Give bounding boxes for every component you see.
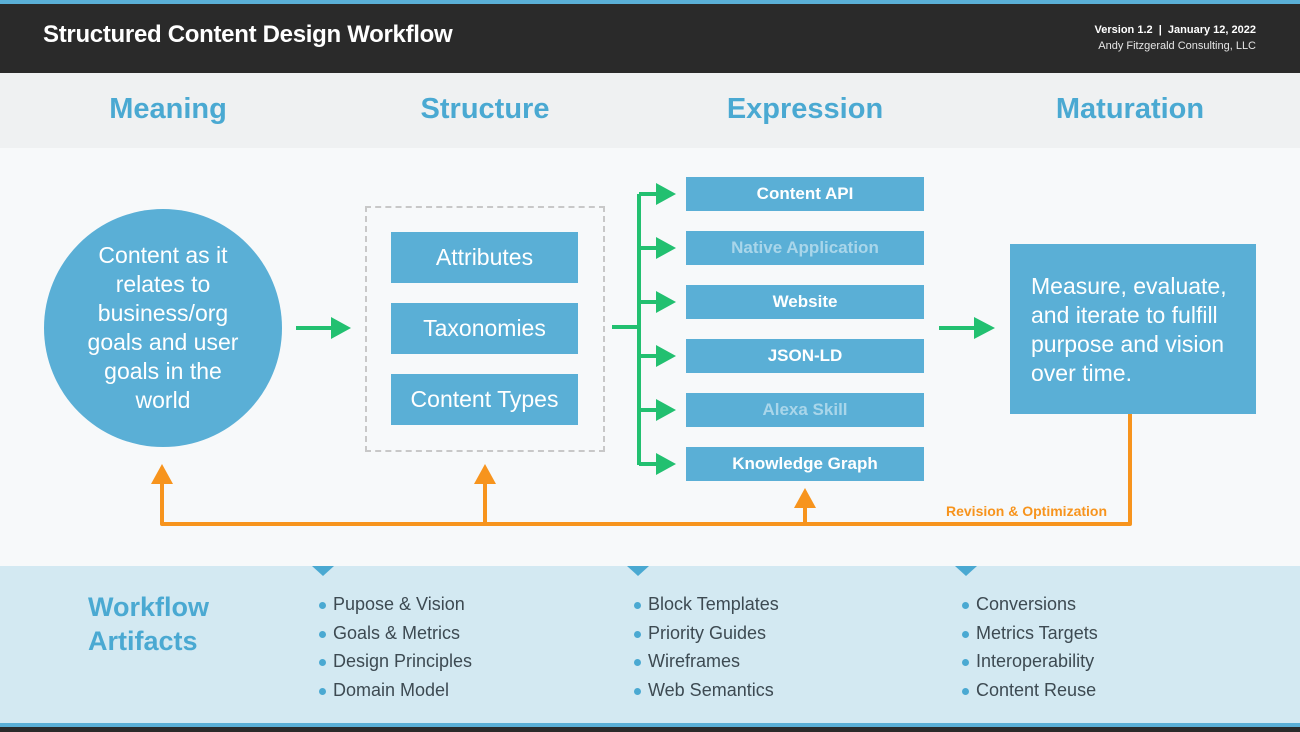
structure-content-types: Content Types bbox=[391, 374, 578, 425]
phase-maturation: Maturation bbox=[1055, 93, 1205, 125]
version-date: Version 1.2 | January 12, 2022 bbox=[1094, 24, 1256, 36]
version-info: Version 1.2 | January 12, 2022 Andy Fitz… bbox=[1095, 22, 1256, 54]
top-accent-stripe bbox=[0, 0, 1300, 4]
meaning-text: Content as it relates to business/org go… bbox=[87, 242, 239, 413]
artifact-item: Conversions bbox=[961, 590, 1098, 619]
artifact-item: Block Templates bbox=[633, 590, 779, 619]
artifact-item: Priority Guides bbox=[633, 619, 779, 648]
pointer-meaning-icon bbox=[312, 566, 334, 576]
revision-optimization-label: Revision & Optimization bbox=[946, 503, 1108, 519]
artifact-item: Interoperability bbox=[961, 647, 1098, 676]
phase-expression: Expression bbox=[726, 93, 884, 125]
pointer-expression-icon bbox=[627, 566, 649, 576]
structure-taxonomies: Taxonomies bbox=[391, 303, 578, 354]
expression-item: JSON-LD bbox=[686, 339, 924, 373]
artifact-item: Wireframes bbox=[633, 647, 779, 676]
artifact-item: Goals & Metrics bbox=[318, 619, 472, 648]
expression-item: Knowledge Graph bbox=[686, 447, 924, 481]
pointer-maturation-icon bbox=[955, 566, 977, 576]
structure-attributes: Attributes bbox=[391, 232, 578, 283]
artifacts-title: Workflow Artifacts bbox=[88, 590, 209, 658]
expression-item: Website bbox=[686, 285, 924, 319]
artifact-item: Metrics Targets bbox=[961, 619, 1098, 648]
phase-structure: Structure bbox=[420, 93, 550, 125]
organization-name: Andy Fitzgerald Consulting, LLC bbox=[1098, 40, 1256, 52]
phase-header-band: Meaning Structure Expression Maturation bbox=[0, 73, 1300, 148]
expression-item: Alexa Skill bbox=[686, 393, 924, 427]
artifacts-title-line1: Workflow bbox=[88, 592, 209, 622]
header-bar: Structured Content Design Workflow Versi… bbox=[0, 4, 1300, 73]
expression-item: Content API bbox=[686, 177, 924, 211]
artifact-item: Domain Model bbox=[318, 676, 472, 705]
maturation-text: Measure, evaluate, and iterate to fulfil… bbox=[1031, 273, 1227, 386]
artifact-item: Web Semantics bbox=[633, 676, 779, 705]
maturation-box: Measure, evaluate, and iterate to fulfil… bbox=[1010, 244, 1256, 414]
page-title: Structured Content Design Workflow bbox=[43, 21, 453, 48]
bottom-dark-bar bbox=[0, 727, 1300, 732]
artifact-item: Design Principles bbox=[318, 647, 472, 676]
artifact-item: Pupose & Vision bbox=[318, 590, 472, 619]
phase-meaning: Meaning bbox=[109, 93, 227, 125]
meaning-circle: Content as it relates to business/org go… bbox=[44, 209, 282, 447]
artifacts-title-line2: Artifacts bbox=[88, 626, 198, 656]
bottom-accent-stripe bbox=[0, 723, 1300, 727]
artifact-item: Content Reuse bbox=[961, 676, 1098, 705]
expression-item: Native Application bbox=[686, 231, 924, 265]
